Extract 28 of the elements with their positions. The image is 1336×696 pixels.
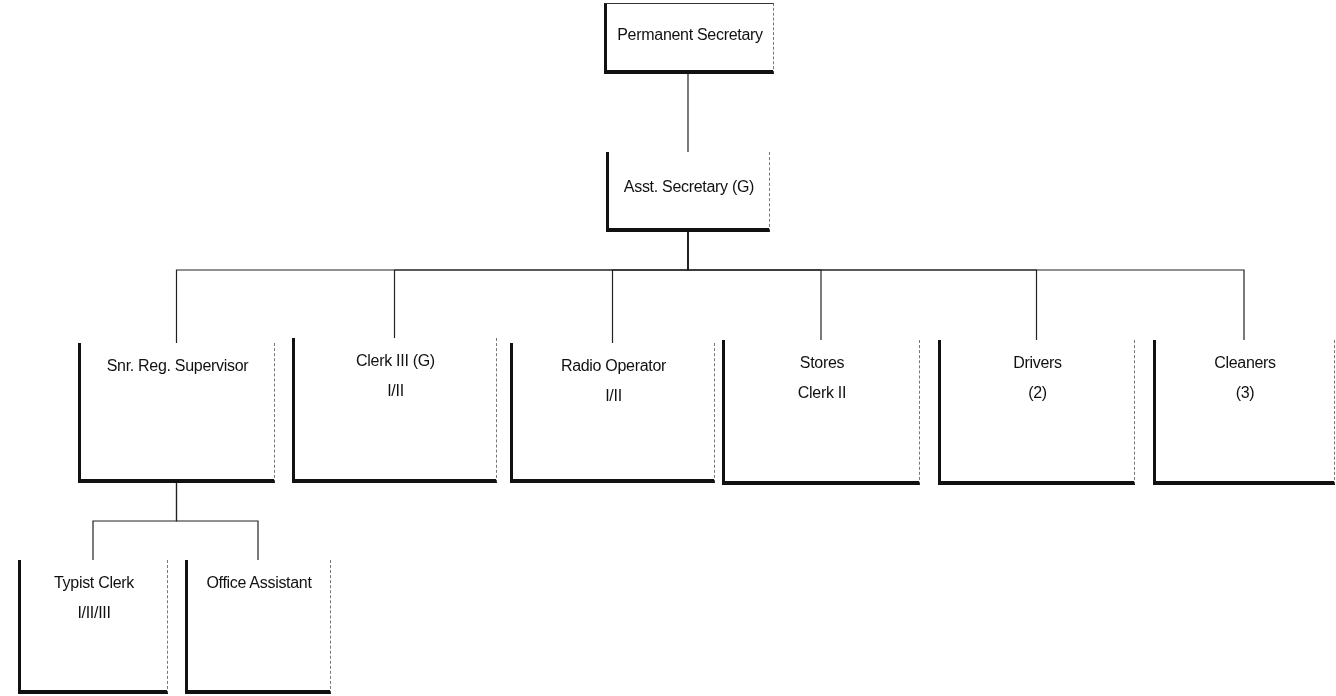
position-detail: Clerk II <box>797 384 847 402</box>
position-title: Asst. Secretary (G) <box>623 178 755 196</box>
connector-line <box>175 482 259 561</box>
position-title: Typist Clerk <box>54 574 134 592</box>
position-title: Snr. Reg. Supervisor <box>106 357 249 375</box>
position-title: Stores <box>799 354 845 372</box>
position-title: Radio Operator <box>560 357 667 375</box>
position-box <box>606 152 770 232</box>
position-title: Clerk III (G) <box>356 352 435 370</box>
position-box <box>78 343 275 483</box>
position-title: Cleaners <box>1214 354 1276 372</box>
position-title: Permanent Secretary <box>617 26 763 44</box>
position-detail: I/II <box>387 382 404 400</box>
position-title: Drivers <box>1013 354 1062 372</box>
position-box <box>185 560 331 694</box>
position-box <box>938 340 1135 485</box>
position-detail: (3) <box>1235 384 1255 402</box>
position-box <box>18 560 168 694</box>
position-title: Office Assistant <box>206 574 312 592</box>
position-box <box>510 343 715 483</box>
position-detail: I/II/III <box>77 604 111 622</box>
connector-line <box>687 73 689 153</box>
position-box <box>604 3 774 74</box>
position-box <box>292 338 497 483</box>
position-box <box>722 340 920 485</box>
position-box <box>1153 340 1335 485</box>
position-detail: I/II <box>605 387 622 405</box>
position-detail: (2) <box>1028 384 1047 402</box>
